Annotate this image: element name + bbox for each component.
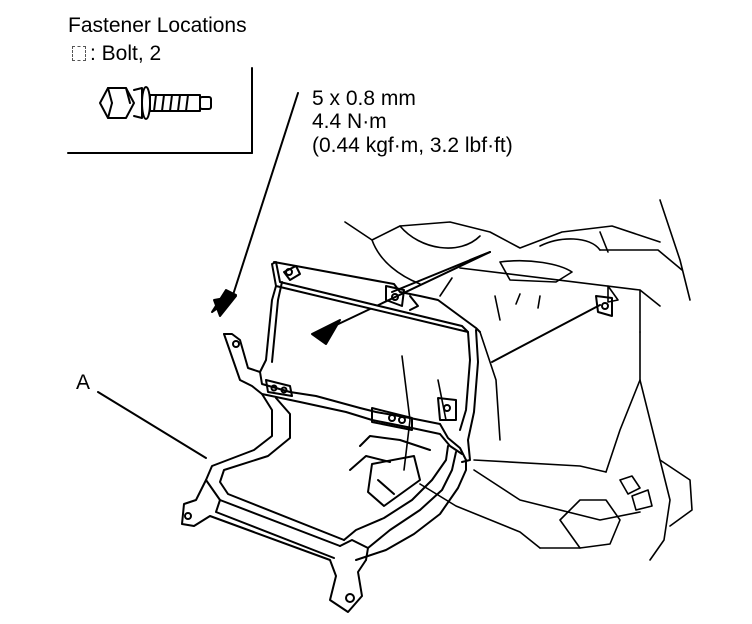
legend-frame (67, 67, 253, 154)
bolt-symbol-icon (72, 46, 86, 61)
bolt-size: 5 x 0.8 mm (312, 87, 416, 110)
torque-nm: 4.4 N·m (312, 110, 387, 133)
callout-a: A (76, 371, 91, 394)
bolt-legend: : Bolt, 2 (72, 43, 161, 64)
bracket-tabs (223, 333, 467, 461)
torque-alt: (0.44 kgf·m, 3.2 lbf·ft) (312, 134, 513, 157)
dashboard-structure (344, 199, 693, 561)
frame-a (181, 393, 467, 613)
callout-arrows (211, 92, 601, 363)
mounting-bracket (259, 261, 613, 463)
legend-title: Fastener Locations (68, 14, 247, 37)
bolt-icon (99, 86, 212, 120)
leader-a (97, 391, 207, 459)
bolt-legend-text: : Bolt, 2 (90, 42, 162, 65)
